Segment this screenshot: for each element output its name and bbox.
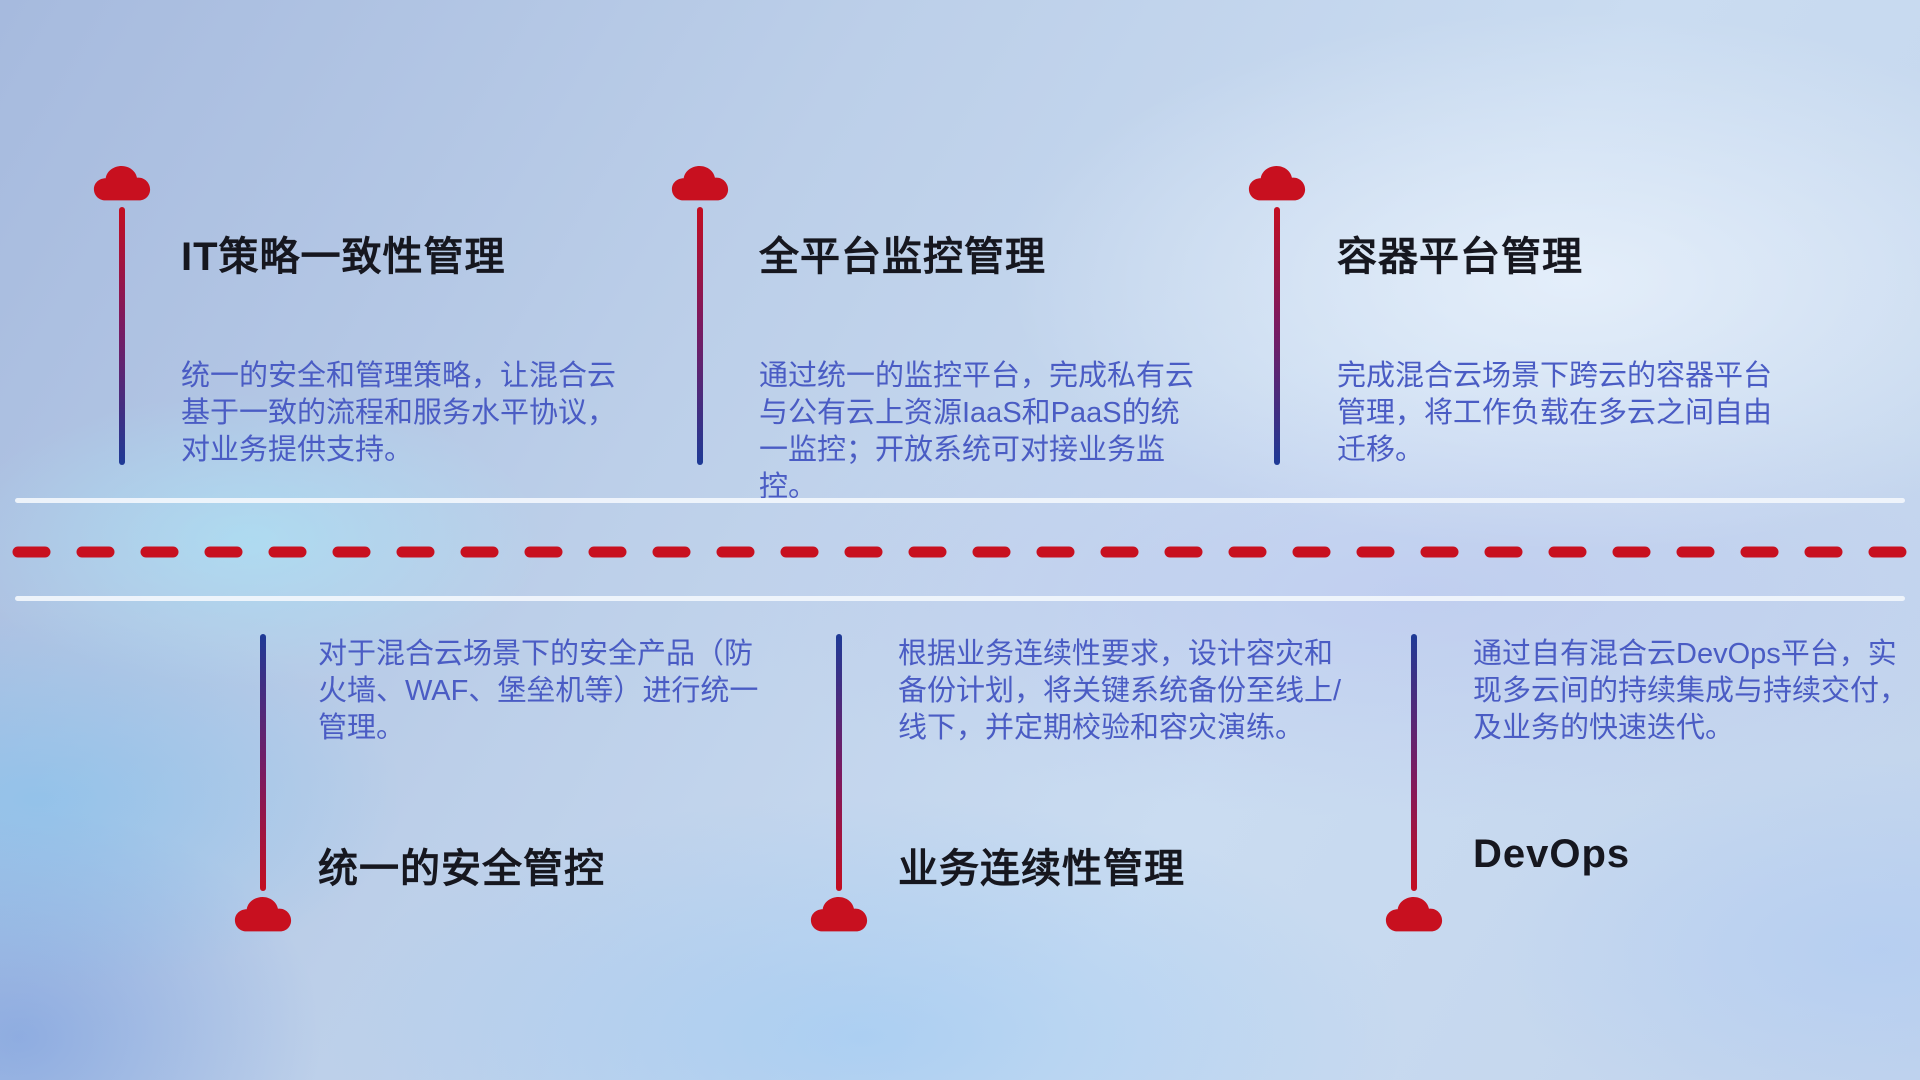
item-title: 统一的安全管控 bbox=[318, 847, 605, 891]
cloud-icon bbox=[810, 896, 868, 932]
timeline-connector bbox=[836, 634, 842, 891]
cloud-icon bbox=[93, 165, 151, 201]
divider-line-bottom bbox=[15, 596, 1905, 601]
timeline-connector bbox=[1274, 207, 1280, 465]
item-title: IT策略一致性管理 bbox=[181, 235, 506, 279]
cloud-icon bbox=[1248, 165, 1306, 201]
timeline-connector bbox=[697, 207, 703, 465]
timeline-connector bbox=[260, 634, 266, 891]
item-title: 业务连续性管理 bbox=[898, 847, 1185, 891]
divider-dashed-line bbox=[0, 545, 1920, 558]
item-title: 容器平台管理 bbox=[1337, 235, 1583, 279]
item-description: 对于混合云场景下的安全产品（防火墙、WAF、堡垒机等）进行统一管理。 bbox=[318, 638, 759, 744]
item-description: 根据业务连续性要求，设计容灾和备份计划，将关键系统备份至线上/线下，并定期校验和… bbox=[898, 638, 1342, 744]
cloud-icon bbox=[234, 896, 292, 932]
item-description: 通过统一的监控平台，完成私有云与公有云上资源IaaS和PaaS的统一监控；开放系… bbox=[759, 360, 1195, 503]
item-title: 全平台监控管理 bbox=[759, 235, 1046, 279]
item-description: 通过自有混合云DevOps平台，实现多云间的持续集成与持续交付，及业务的快速迭代… bbox=[1473, 638, 1909, 744]
divider-line-top bbox=[15, 498, 1905, 503]
item-title: DevOps bbox=[1473, 832, 1631, 876]
timeline-connector bbox=[1411, 634, 1417, 891]
item-description: 统一的安全和管理策略，让混合云基于一致的流程和服务水平协议，对业务提供支持。 bbox=[181, 360, 617, 466]
timeline-connector bbox=[119, 207, 125, 465]
item-description: 完成混合云场景下跨云的容器平台管理，将工作负载在多云之间自由迁移。 bbox=[1337, 360, 1773, 466]
cloud-icon bbox=[671, 165, 729, 201]
cloud-icon bbox=[1385, 896, 1443, 932]
